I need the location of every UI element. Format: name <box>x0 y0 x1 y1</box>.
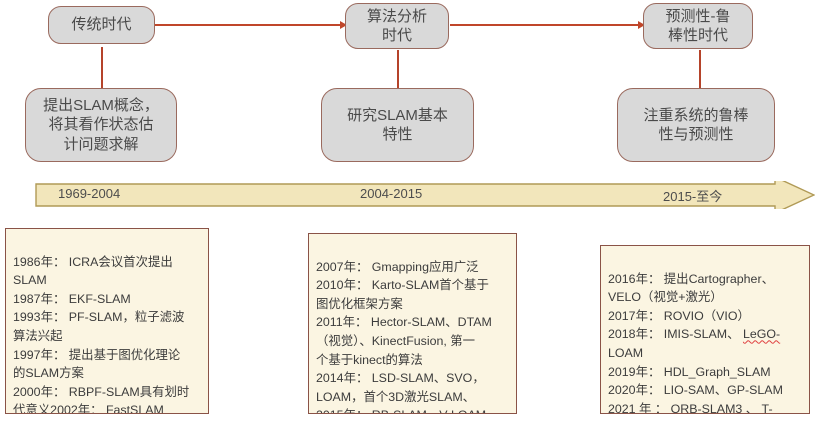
era-pill-traditional-label: 传统时代 <box>71 16 132 34</box>
timeline-arrow-band <box>35 181 815 209</box>
era-desc-traditional[interactable]: 提出SLAM概念， 将其看作状态估 计问题求解 <box>25 88 177 162</box>
era-desc-traditional-label: 提出SLAM概念， 将其看作状态估 计问题求解 <box>43 97 159 153</box>
details-box-1969-2004[interactable]: 1986年： ICRA会议首次提出 SLAM 1987年： EKF-SLAM 1… <box>5 228 209 414</box>
details-text-2004-2015: 2007年： Gmapping应用广泛 2010年： Karto-SLAM首个基… <box>316 259 492 413</box>
connector-era3-vertical <box>699 50 701 88</box>
details-box-2004-2015[interactable]: 2007年： Gmapping应用广泛 2010年： Karto-SLAM首个基… <box>308 233 517 414</box>
details-text-2015-now-part1: 2016年： 提出Cartographer、 VELO（视觉+激光） 2017年… <box>608 271 774 342</box>
connector-era1-vertical <box>101 47 103 88</box>
era-pill-algorithm-analysis-label: 算法分析 时代 <box>366 7 427 44</box>
era-pill-traditional[interactable]: 传统时代 <box>48 6 155 44</box>
timeline-label-period-3: 2015-至今 <box>663 189 723 204</box>
connector-arrow-era3 <box>638 20 645 29</box>
connector-era2-to-era3 <box>450 24 642 26</box>
connector-arrow-era2 <box>340 20 347 29</box>
era-desc-predictive-robust[interactable]: 注重系统的鲁棒 性与预测性 <box>617 88 775 162</box>
era-desc-algorithm-analysis[interactable]: 研究SLAM基本 特性 <box>321 88 474 162</box>
connector-era2-vertical <box>397 50 399 88</box>
era-pill-predictive-robust-label: 预测性-鲁 棒性时代 <box>665 7 731 44</box>
spellcheck-flagged-term: LeGO- <box>742 327 781 342</box>
era-desc-algorithm-analysis-label: 研究SLAM基本 特性 <box>347 106 448 143</box>
connector-era1-to-era2 <box>154 24 344 26</box>
era-desc-predictive-robust-label: 注重系统的鲁棒 性与预测性 <box>643 106 749 143</box>
era-pill-predictive-robust[interactable]: 预测性-鲁 棒性时代 <box>643 3 753 49</box>
details-text-2015-now-part2: LOAM 2019年： HDL_Graph_SLAM 2020年： LIO-SA… <box>608 346 783 414</box>
era-pill-algorithm-analysis[interactable]: 算法分析 时代 <box>345 3 449 49</box>
details-text-1969-2004: 1986年： ICRA会议首次提出 SLAM 1987年： EKF-SLAM 1… <box>13 254 190 414</box>
timeline-label-period-1: 1969-2004 <box>58 186 121 201</box>
timeline-label-period-2: 2004-2015 <box>360 186 423 201</box>
details-box-2015-now[interactable]: 2016年： 提出Cartographer、 VELO（视觉+激光） 2017年… <box>600 245 810 414</box>
